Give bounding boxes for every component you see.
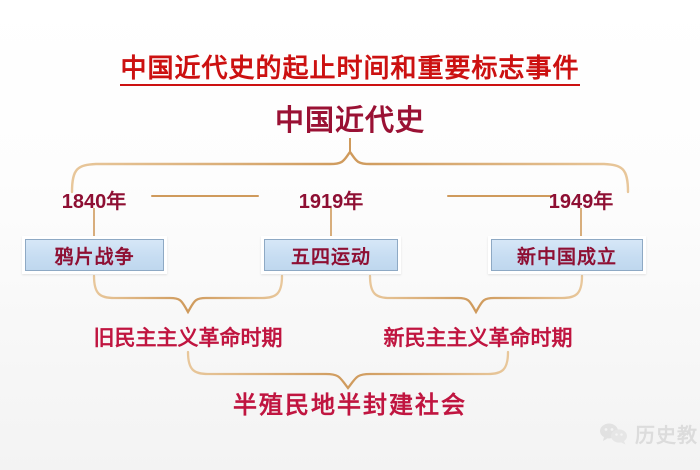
event-label: 五四运动 [290,246,371,268]
year-label-1949: 1949年 [548,191,614,213]
period-label-new-democratic: 新民主主义革命时期 [383,327,573,350]
period-label-old-democratic: 旧民主主义革命时期 [93,327,283,350]
year-label-1919: 1919年 [298,191,364,213]
watermark: 历史教 [599,419,698,448]
page-title-text: 中国近代史的起止时间和重要标志事件 [120,53,580,86]
event-box-inner: 鸦片战争 [25,239,164,271]
subtitle: 中国近代史 [274,105,425,137]
event-box-opium-war[interactable]: 鸦片战争 [22,236,167,274]
page-title: 中国近代史的起止时间和重要标志事件 [0,48,700,86]
event-box-prc-founding[interactable]: 新中国成立 [488,236,646,274]
watermark-text: 历史教 [635,425,698,447]
event-label: 新中国成立 [516,246,617,268]
event-label: 鸦片战争 [54,246,135,268]
event-box-may-fourth[interactable]: 五四运动 [261,236,401,274]
left-period-brace [92,274,284,315]
event-box-inner: 五四运动 [264,239,398,271]
society-brace [186,350,510,390]
event-box-inner: 新中国成立 [491,239,643,271]
wechat-icon [600,423,627,444]
society-label: 半殖民地半封建社会 [233,392,467,419]
year-label-1840: 1840年 [61,191,127,213]
right-period-brace [368,274,584,315]
